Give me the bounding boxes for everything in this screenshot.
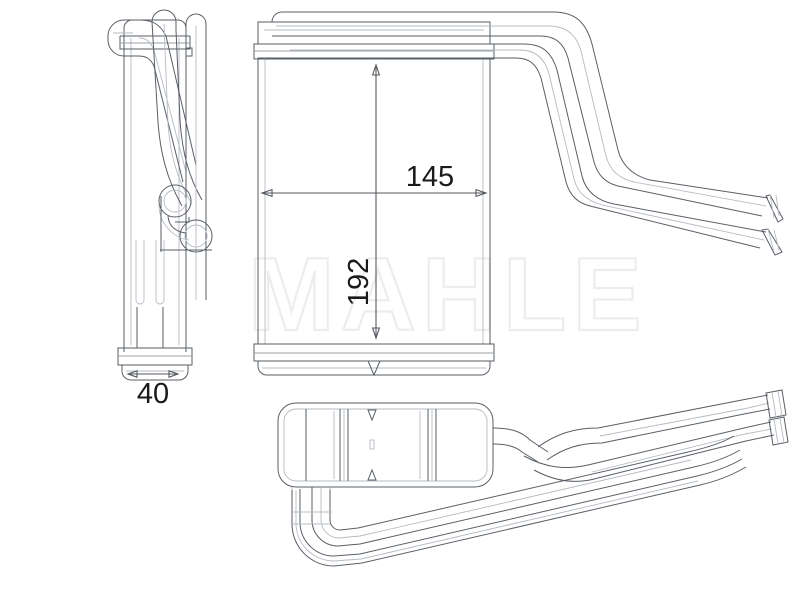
side-core-slots [135,240,165,348]
side-upper-pipe [107,19,197,183]
side-lower-pipe [151,9,203,207]
side-view: 40 [107,9,213,410]
top-right-pipes [492,389,789,482]
top-lower-pipes [291,435,747,567]
dimension-depth-40: 40 [126,370,180,410]
front-view: 145 192 [253,11,784,377]
top-center-marks [367,409,377,481]
dimension-width-145: 145 [260,161,488,198]
side-port-rings [158,184,213,253]
top-partitions [305,409,437,481]
front-outlet-pipes [271,11,784,256]
side-top-header [119,19,191,50]
dimension-height-192: 192 [343,63,381,340]
dimension-value-40: 40 [137,378,169,410]
top-housing [277,402,494,488]
dimension-value-145: 145 [406,161,454,193]
side-top-tab [186,47,193,57]
dimension-value-192: 192 [343,258,375,306]
watermark-text: MAHLE [248,237,648,353]
side-bottom-header [117,347,193,381]
front-bottom-header [253,343,495,377]
mahle-watermark: MAHLE [247,236,648,354]
front-top-header [253,21,495,60]
top-view [277,389,789,567]
top-left-stubs [291,487,331,490]
side-vertical-pipe [185,13,207,300]
